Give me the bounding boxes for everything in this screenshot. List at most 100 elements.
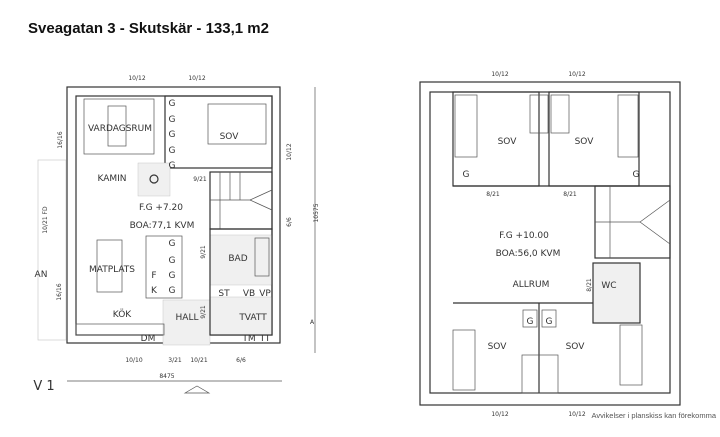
room-label: AN: [35, 270, 48, 280]
wc-wall: [592, 262, 641, 324]
dimension-width: 8475: [159, 373, 174, 380]
kitchen-cabinets: [145, 235, 183, 299]
fixture-label: TM: [241, 334, 255, 344]
room-label: SOV: [498, 137, 518, 147]
closet-label: G: [169, 146, 176, 156]
door-label: 9/21: [200, 305, 207, 319]
window-label: 10/12: [491, 71, 508, 78]
door-label: 8/21: [486, 191, 500, 198]
window-label: 16/16: [57, 131, 64, 148]
fireplace-icon: [149, 174, 159, 184]
coffee-table: [107, 105, 127, 147]
ground-floor-plan: [37, 86, 316, 394]
door-label: 8/21: [563, 191, 577, 198]
room-label: KAMIN: [97, 174, 126, 184]
window-label: 10/12: [128, 75, 145, 82]
room-label: SOV: [566, 342, 586, 352]
room-label: SOV: [220, 132, 240, 142]
bed: [454, 94, 478, 158]
wc-area: [592, 262, 641, 324]
window-label: 10/12: [491, 411, 508, 418]
room-label: ALLRUM: [513, 280, 550, 290]
fixture-label: ST: [218, 289, 230, 299]
closet: [541, 309, 557, 328]
closet-label: G: [169, 130, 176, 140]
window-label: 10/12: [568, 71, 585, 78]
fixture-label: F: [151, 271, 156, 281]
sofa-group: [83, 98, 155, 155]
fixture-label: K: [151, 286, 158, 296]
desk: [521, 354, 559, 394]
closet-label: G: [546, 317, 553, 327]
closet-label: G: [169, 286, 176, 296]
closet-label: G: [169, 115, 176, 125]
door-label: 9/21: [200, 245, 207, 259]
upper-floor-plan: [419, 81, 681, 406]
door-label: 8/21: [586, 278, 593, 292]
desk: [550, 94, 570, 134]
hall-area: [162, 299, 211, 346]
bed: [207, 103, 267, 145]
bedroom-wall: [164, 95, 273, 169]
dimension-height: 10575: [313, 203, 320, 222]
closet-label: G: [463, 170, 470, 180]
inner-wall: [429, 91, 671, 394]
bed: [452, 329, 476, 391]
floor-area: BOA:56,0 KVM: [496, 249, 561, 259]
fireplace-hearth: [137, 162, 171, 197]
closet-label: G: [169, 271, 176, 281]
room-label: HALL: [176, 313, 199, 323]
door-label: 9/21: [193, 176, 207, 183]
opening-label: 10/10: [125, 357, 142, 364]
section-marker: A: [310, 319, 315, 326]
bed: [619, 324, 643, 386]
closet-label: G: [169, 256, 176, 266]
fixture-label: DM: [141, 334, 156, 344]
room-label: WC: [601, 281, 616, 291]
closet-label: G: [169, 99, 176, 109]
bedroom-2: [548, 91, 640, 187]
upper-floor-labels: 10/12 10/12 10/12 10/12 8/21 8/21 8/21 S…: [463, 71, 717, 420]
room-label: BAD: [228, 254, 247, 264]
page-title: Sveagatan 3 - Skutskär - 133,1 m2: [28, 20, 269, 37]
room-label: VARDAGSRUM: [88, 124, 152, 134]
room-label: SOV: [575, 137, 595, 147]
staircase: [209, 171, 273, 230]
stair-steps: [595, 186, 671, 258]
plan-label: V 1: [33, 379, 54, 394]
floor-level: F.G +10.00: [499, 231, 549, 241]
closet-label: G: [169, 239, 176, 249]
closet-label: G: [527, 317, 534, 327]
window-label: 10/12: [286, 143, 293, 160]
closet-label: G: [169, 161, 176, 171]
entrance-arrow-icon: [183, 385, 211, 394]
window-label: 6/6: [286, 217, 293, 227]
dining-table: [96, 239, 123, 293]
porch-deck: [37, 159, 67, 341]
ground-floor-labels: 10/12 10/12 16/16 10/12 6/6 16/16 9/21 9…: [33, 75, 320, 394]
window-label: 10/12: [188, 75, 205, 82]
bath-area: [209, 234, 273, 286]
bathtub: [254, 237, 270, 277]
floor-area: BOA:77,1 KVM: [130, 221, 195, 231]
floor-level: F.G +7.20: [139, 203, 183, 213]
opening-label: 6/6: [236, 357, 246, 364]
closet-label: G: [633, 170, 640, 180]
opening-label: 3/21: [168, 357, 182, 364]
window-label: 16/16: [56, 283, 63, 300]
room-label: MATPLATS: [89, 265, 135, 275]
outer-wall: [419, 81, 681, 406]
door-label: 10/21 FD: [42, 206, 49, 234]
room-label: SOV: [488, 342, 508, 352]
room-label: TVATT: [238, 313, 267, 323]
bath-laundry-wall: [209, 228, 273, 336]
room-label: KÖK: [113, 309, 132, 320]
kitchen-counter: [75, 323, 165, 336]
closet: [522, 309, 538, 328]
fixture-label: VB: [243, 289, 255, 299]
bed: [617, 94, 639, 158]
window-label: 10/12: [568, 411, 585, 418]
fixture-label: TT: [259, 334, 271, 344]
desk: [529, 94, 549, 134]
